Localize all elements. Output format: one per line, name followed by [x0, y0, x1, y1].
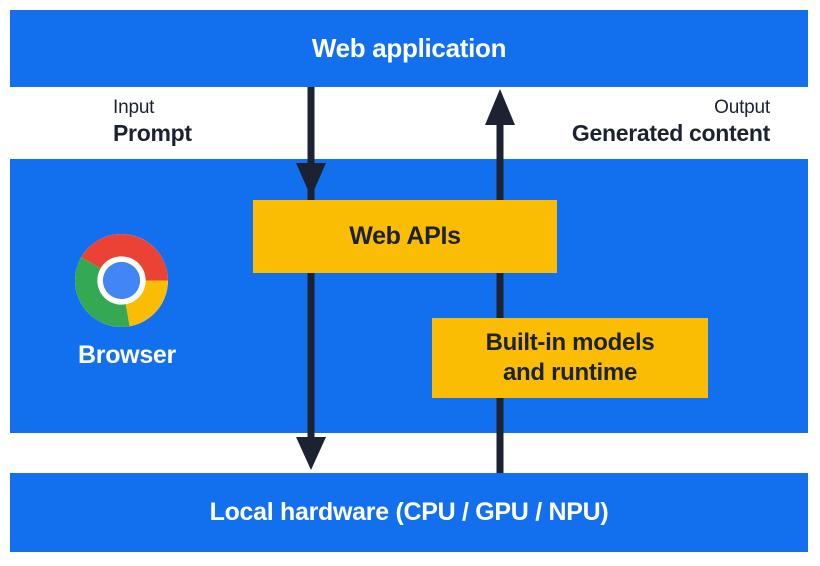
- local-hardware-bar: Local hardware (CPU / GPU / NPU): [10, 473, 808, 552]
- local-hardware-label: Local hardware (CPU / GPU / NPU): [209, 498, 609, 526]
- chrome-logo-icon: [75, 234, 168, 327]
- builtin-models-label-line1: Built-in models: [485, 329, 655, 356]
- builtin-models-box: Built-in models and runtime: [432, 318, 708, 398]
- input-caption: Input: [113, 97, 155, 118]
- builtin-models-label-line2: and runtime: [502, 359, 638, 386]
- web-apis-box: Web APIs: [253, 200, 557, 273]
- browser-label: Browser: [78, 341, 176, 369]
- output-label-block: Output Generated content: [572, 96, 770, 147]
- prompt-label: Prompt: [113, 120, 192, 146]
- input-label-block: Input Prompt: [113, 96, 192, 147]
- web-application-label: Web application: [311, 33, 507, 63]
- web-apis-label: Web APIs: [349, 222, 461, 250]
- output-caption: Output: [714, 97, 770, 118]
- generated-content-label: Generated content: [571, 120, 770, 146]
- web-application-bar: Web application: [10, 10, 808, 87]
